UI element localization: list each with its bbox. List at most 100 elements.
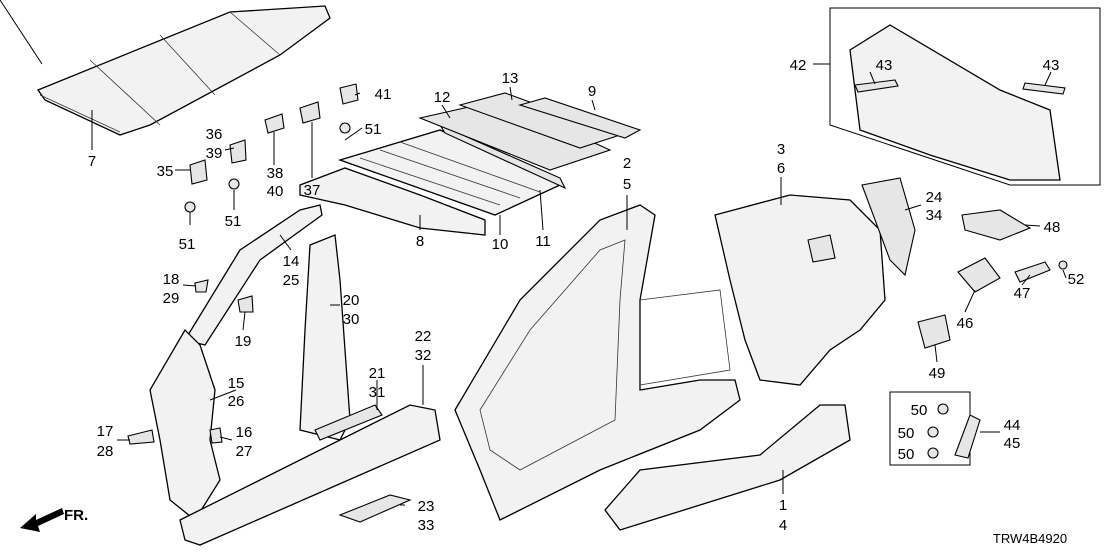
callout-50: 50: [898, 446, 915, 463]
callout-43: 43: [1043, 57, 1060, 74]
callout-23: 23: [418, 498, 435, 515]
callout-40: 40: [267, 183, 284, 200]
bracket-24[interactable]: [861, 177, 916, 277]
outer-side-panel[interactable]: [454, 204, 741, 521]
callout-4: 4: [779, 517, 787, 534]
callout-50: 50: [898, 425, 915, 442]
callout-51: 51: [225, 213, 242, 230]
callout-41: 41: [375, 86, 392, 103]
callout-28: 28: [97, 443, 114, 460]
callout-24: 24: [926, 189, 943, 206]
diagram-code: TRW4B4920: [993, 531, 1067, 546]
callout-38: 38: [267, 165, 284, 182]
callout-5: 5: [623, 176, 631, 193]
callout-16: 16: [236, 424, 253, 441]
bracket-17[interactable]: [127, 429, 155, 445]
callout-43: 43: [876, 57, 893, 74]
callout-9: 9: [588, 83, 596, 100]
callout-49: 49: [929, 365, 946, 382]
callout-34: 34: [926, 207, 943, 224]
callout-30: 30: [343, 311, 360, 328]
a-pillar-lower[interactable]: [149, 328, 221, 521]
bracket-19[interactable]: [237, 295, 254, 313]
cover-49[interactable]: [917, 314, 951, 349]
callout-42: 42: [790, 57, 807, 74]
callout-14: 14: [283, 253, 300, 270]
bracket-47[interactable]: [1014, 261, 1051, 283]
callout-44: 44: [1004, 417, 1021, 434]
callout-6: 6: [777, 160, 785, 177]
sill-reinforcement-21[interactable]: [314, 404, 383, 441]
callout-52: 52: [1068, 271, 1085, 288]
callout-11: 11: [535, 233, 551, 250]
callout-39: 39: [206, 145, 223, 162]
screw-52[interactable]: [1058, 260, 1068, 270]
callout-12: 12: [434, 89, 451, 106]
b-pillar[interactable]: [299, 234, 351, 441]
callout-17: 17: [97, 423, 114, 440]
callout-35: 35: [157, 163, 174, 180]
callout-36: 36: [206, 126, 223, 143]
front-direction-arrow: FR.: [20, 507, 88, 532]
roof-front-rail[interactable]: [299, 167, 486, 236]
callout-19: 19: [235, 333, 252, 350]
callout-51: 51: [365, 121, 382, 138]
bolt-51[interactable]: [339, 122, 351, 134]
rear-quarter-panel[interactable]: [714, 194, 886, 386]
bolt-51[interactable]: [228, 178, 240, 190]
plug-50[interactable]: [927, 447, 939, 459]
bracket-37[interactable]: [299, 101, 321, 124]
callout-7: 7: [88, 153, 96, 170]
callout-15: 15: [228, 375, 245, 392]
callout-37: 37: [304, 182, 321, 199]
callout-25: 25: [283, 272, 300, 289]
callout-48: 48: [1044, 219, 1061, 236]
callout-8: 8: [416, 233, 424, 250]
roof-panel[interactable]: [36, 5, 331, 136]
callout-33: 33: [418, 517, 435, 534]
callout-45: 45: [1004, 435, 1021, 452]
rear-panel-box: [829, 7, 1101, 186]
fuel-lid[interactable]: [957, 257, 1001, 293]
bracket-16[interactable]: [209, 427, 223, 444]
garnish-44[interactable]: [954, 414, 981, 459]
callout-2: 2: [623, 155, 631, 172]
fuel-lid-actuator[interactable]: [961, 209, 1032, 241]
callout-20: 20: [343, 292, 360, 309]
side-sill-inner[interactable]: [179, 404, 441, 546]
callout-29: 29: [163, 290, 180, 307]
bracket-43[interactable]: [854, 79, 899, 93]
fuel-lid-recess[interactable]: [807, 234, 836, 263]
roof-bow-11[interactable]: [438, 123, 567, 190]
rear-panel[interactable]: [849, 24, 1061, 181]
sill-plate-23[interactable]: [338, 494, 412, 523]
bolt-51[interactable]: [184, 201, 196, 213]
clip-18[interactable]: [194, 279, 209, 293]
callout-3: 3: [777, 141, 785, 158]
bracket-41[interactable]: [339, 83, 359, 105]
callout-46: 46: [957, 315, 974, 332]
a-pillar-upper[interactable]: [183, 204, 323, 346]
front-label: FR.: [64, 507, 88, 524]
bracket-43[interactable]: [1022, 82, 1066, 95]
callout-32: 32: [415, 347, 432, 364]
callout-13: 13: [502, 70, 519, 87]
bracket-35[interactable]: [189, 159, 208, 185]
bracket-38[interactable]: [264, 113, 285, 134]
callout-1: 1: [779, 497, 787, 514]
callout-22: 22: [415, 328, 432, 345]
callout-51: 51: [179, 236, 196, 253]
callout-26: 26: [228, 393, 245, 410]
callout-27: 27: [236, 443, 253, 460]
callout-50: 50: [911, 402, 928, 419]
plug-50[interactable]: [927, 426, 939, 438]
callout-10: 10: [492, 236, 509, 253]
callout-21: 21: [369, 365, 386, 382]
callout-18: 18: [163, 271, 180, 288]
plug-50[interactable]: [937, 403, 949, 415]
side-sill-outer[interactable]: [604, 404, 851, 531]
roof-rear-rail-9[interactable]: [518, 97, 642, 139]
bracket-36[interactable]: [229, 139, 247, 164]
